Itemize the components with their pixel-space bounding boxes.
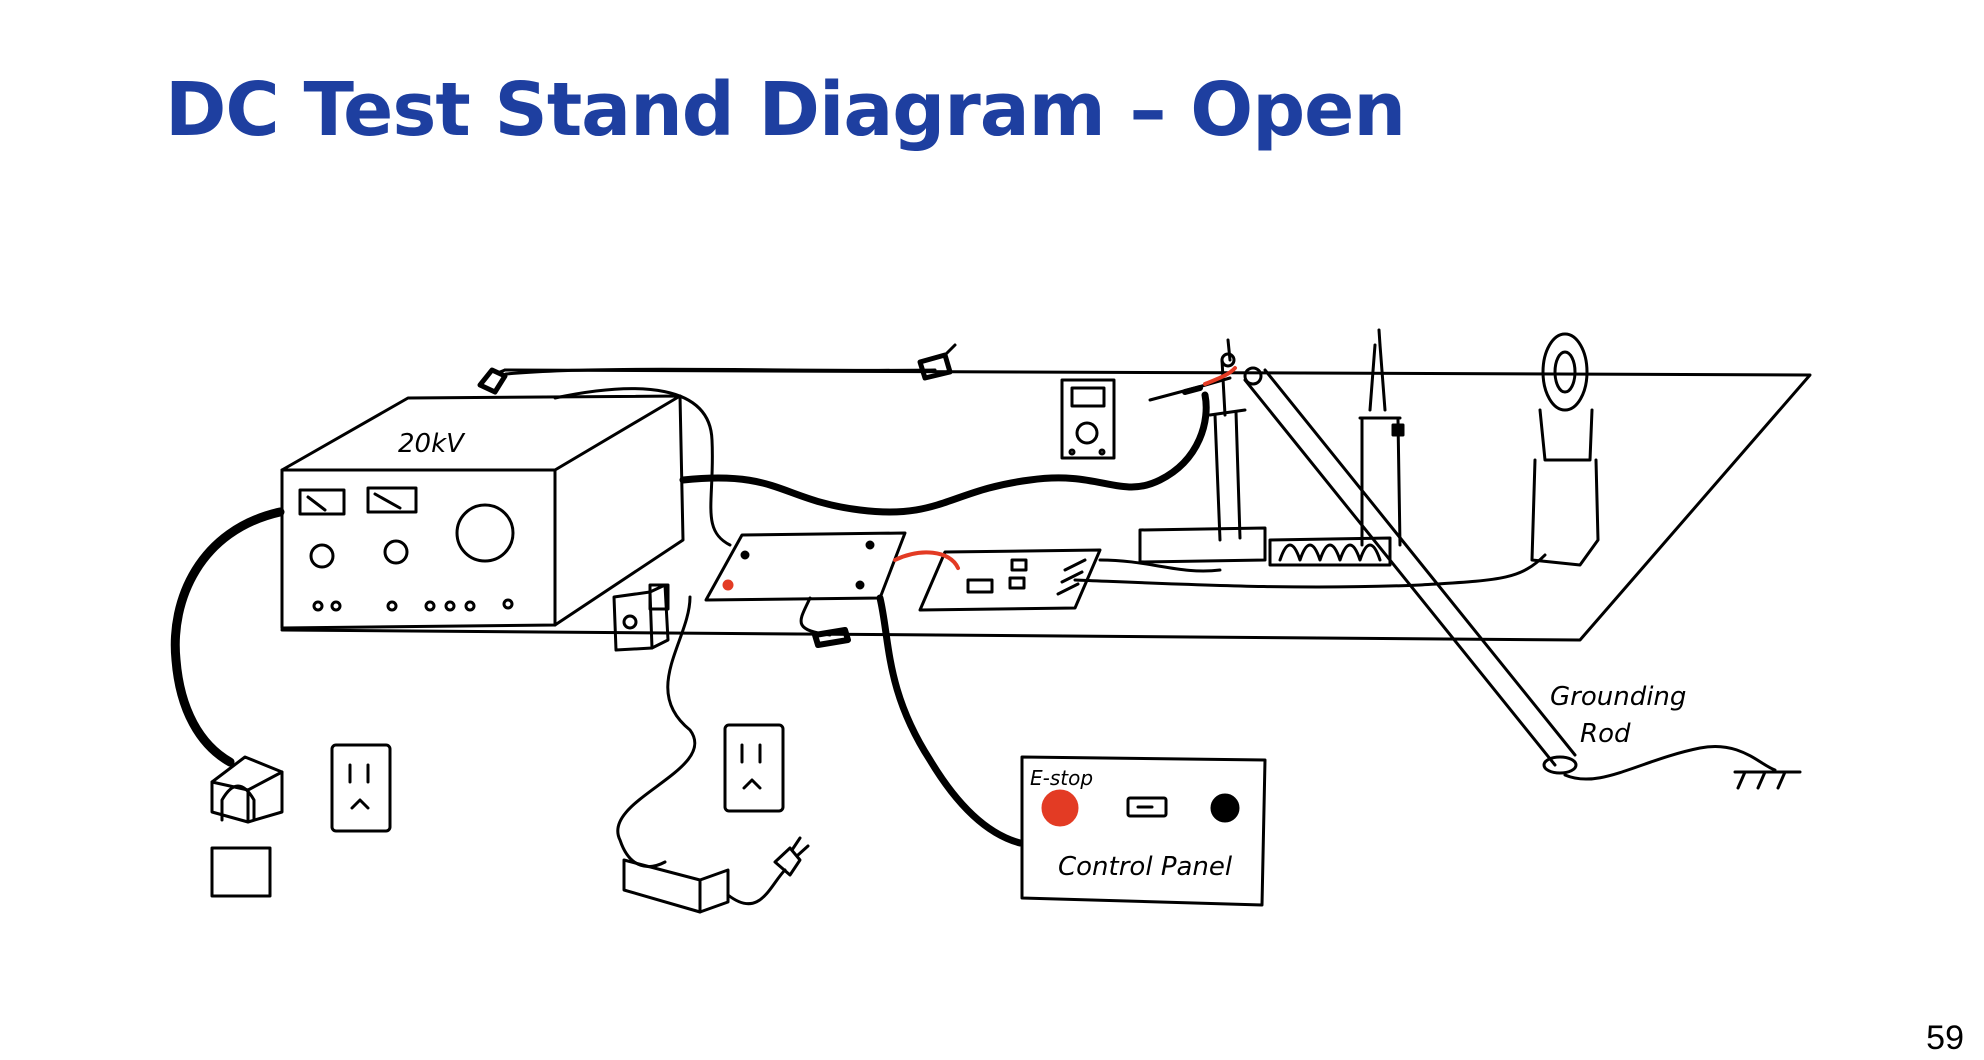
test-bench	[280, 368, 1812, 642]
interlock-board-icon	[704, 531, 907, 602]
wall-outlet-right-icon	[723, 723, 785, 813]
key-switch-icon	[1126, 796, 1168, 818]
grounding-rod-label-line2: Rod	[1580, 719, 1631, 749]
power-adapter-icon	[622, 858, 730, 914]
multimeter-icon	[1060, 378, 1116, 460]
interlock-switch-box-icon	[612, 583, 670, 652]
slide-title: DC Test Stand Diagram – Open	[165, 67, 1406, 153]
control-panel: E-stop Control Panel	[1020, 755, 1267, 907]
page-number: 59	[1926, 1019, 1964, 1057]
power-plug-icon	[773, 836, 810, 877]
wall-outlet-left-icon	[330, 743, 392, 833]
grounding-rod-icon	[1243, 366, 1578, 775]
ground-symbol-icon	[1733, 770, 1802, 790]
control-panel-label: Control Panel	[1058, 852, 1233, 882]
meter-left-icon	[298, 488, 346, 516]
power-supply-20kv: 20kV	[280, 394, 685, 630]
hv-column-icon	[1208, 338, 1247, 542]
resistor-coil-icon	[1268, 536, 1392, 567]
indicator-lamp-icon	[1210, 793, 1240, 823]
main-knob-icon	[455, 503, 515, 563]
relay-board-icon	[918, 548, 1102, 612]
power-supply-label: 20kV	[398, 429, 466, 459]
padlock-icon	[210, 755, 284, 898]
grounding-rod-label-line1: Grounding	[1550, 682, 1686, 712]
estop-button-icon	[1041, 789, 1079, 827]
estop-label: E-stop	[1030, 766, 1093, 790]
meter-right-icon	[366, 486, 418, 514]
target-holder-icon	[1530, 332, 1600, 567]
